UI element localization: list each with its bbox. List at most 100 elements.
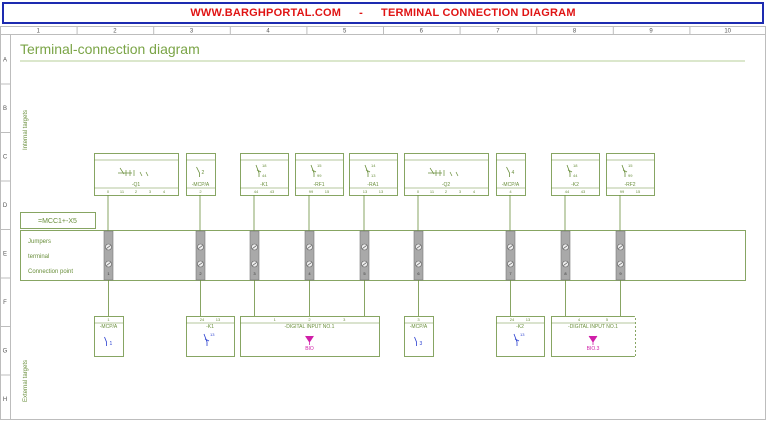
device-id: -K2 <box>571 182 579 188</box>
screw-slot <box>307 262 312 266</box>
device-mark: 14 <box>371 163 376 168</box>
screw-slot <box>252 262 257 266</box>
device-mark: 15 <box>628 163 633 168</box>
pin-label: 13 <box>379 189 384 194</box>
pin-label: 13 <box>526 317 531 322</box>
column-label: 3 <box>190 29 194 35</box>
column-label: 2 <box>113 29 117 35</box>
terminal-number: 9 <box>619 271 622 276</box>
contact-icon <box>310 164 317 177</box>
banner-separator: - <box>359 7 364 19</box>
digital-input-icon <box>305 335 314 345</box>
banner-heading: TERMINAL CONNECTION DIAGRAM <box>381 7 576 19</box>
screw-slot <box>618 245 623 249</box>
device-mark: 18 <box>573 163 578 168</box>
terminal-block[interactable]: 5 <box>359 230 370 316</box>
pin-label: 3 <box>343 317 346 322</box>
terminal-block[interactable]: 9 <box>615 230 626 316</box>
terminal-block[interactable]: 7 <box>505 230 516 316</box>
screw-slot <box>198 262 203 266</box>
row-label: C <box>3 154 8 160</box>
external-device[interactable]: -MCP/A33 <box>404 316 434 357</box>
terminal-block[interactable]: 1 <box>103 230 114 316</box>
device-id: -Q2 <box>442 182 451 188</box>
pin-label: 15 <box>325 189 330 194</box>
device-mark-lower: 99 <box>628 173 633 178</box>
device-mark: 18 <box>262 163 267 168</box>
screw-slot <box>508 245 513 249</box>
device-id: -MCP/A <box>100 324 118 330</box>
column-label: 10 <box>724 29 731 35</box>
pin-label: 5 <box>606 317 609 322</box>
row-label: G <box>3 348 8 354</box>
pin-label: 3 <box>149 189 152 194</box>
terminal-block[interactable]: 4 <box>304 230 315 316</box>
device-mark: 4 <box>512 170 515 176</box>
device-box <box>94 316 124 357</box>
banner-website[interactable]: WWW.BARGHPORTAL.COM <box>190 7 342 19</box>
device-box <box>94 153 179 196</box>
internal-device[interactable]: -MCP/A22 <box>186 153 216 232</box>
screw-slot <box>563 245 568 249</box>
pin-label: 11 <box>430 189 435 194</box>
external-targets-label: External targets <box>23 360 29 402</box>
strip-row-terminal: terminal <box>28 254 49 260</box>
column-label: 4 <box>266 29 270 35</box>
device-box <box>551 153 600 196</box>
pin-label: 15 <box>636 189 641 194</box>
device-mark: 15 <box>317 163 322 168</box>
terminal-block[interactable]: 8 <box>560 230 571 316</box>
screw-slot <box>198 245 203 249</box>
screw-slot <box>416 262 421 266</box>
device-box <box>404 153 489 196</box>
contact-icon <box>203 333 210 346</box>
contact-icon <box>566 164 573 177</box>
internal-device[interactable]: -MCP/A44 <box>496 153 526 232</box>
pin-label: 3 <box>459 189 462 194</box>
device-id: -DIGITAL INPUT NO.1 <box>568 324 618 330</box>
strip-name: =MCC1+-X5 <box>38 218 77 225</box>
device-id: -MCP/A <box>410 324 428 330</box>
device-id: -MCP/A <box>502 182 520 188</box>
device-mark: 3 <box>420 341 423 347</box>
device-id: -RF1 <box>313 182 324 188</box>
device-mark: 13 <box>520 332 525 337</box>
pin-label: 2 <box>445 189 448 194</box>
row-label: D <box>3 203 8 209</box>
pin-label: 99 <box>309 189 314 194</box>
row-label: H <box>3 397 7 403</box>
pin-label: 99 <box>620 189 625 194</box>
pin-label: 44 <box>565 189 570 194</box>
contact-icon <box>513 333 520 346</box>
device-id: -RF2 <box>624 182 635 188</box>
device-id: -DIGITAL INPUT NO.1 <box>285 324 335 330</box>
external-device[interactable]: -MCP/A11 <box>94 316 124 357</box>
strip-name-box <box>20 212 96 229</box>
fuse-icon <box>506 166 510 177</box>
device-box <box>240 153 289 196</box>
breaker-icon <box>118 167 149 177</box>
column-label: 5 <box>343 29 347 35</box>
row-label: F <box>3 300 7 306</box>
device-mark: 2 <box>202 170 205 176</box>
terminal-block[interactable]: 6 <box>413 230 424 316</box>
terminal-block[interactable]: 2 <box>195 230 206 316</box>
pin-label: 44 <box>254 189 259 194</box>
terminal-block[interactable]: 3 <box>249 230 260 316</box>
